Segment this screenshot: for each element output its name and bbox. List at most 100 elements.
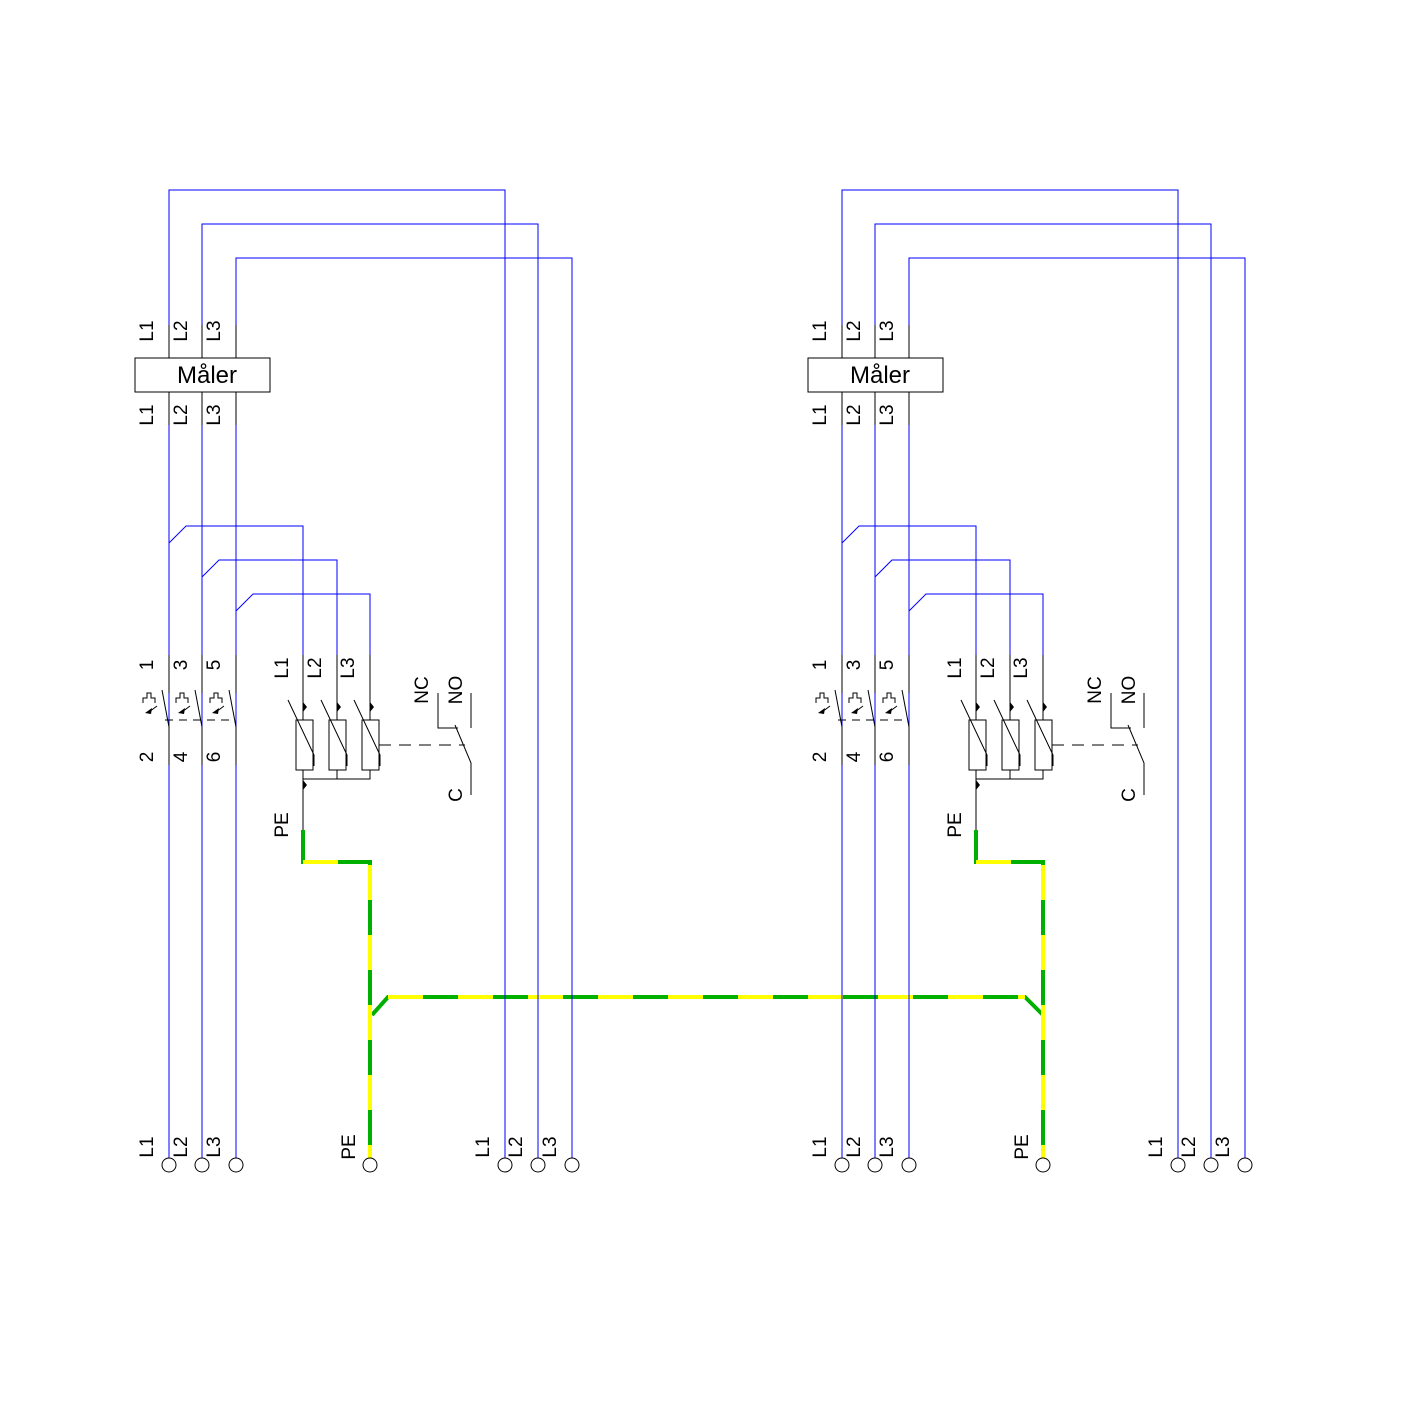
breaker-contact: [867, 689, 876, 728]
terminal-in-label: L1: [137, 1136, 158, 1157]
phase-loop-l3: [235, 257, 573, 1158]
terminal-in-label: L2: [844, 1136, 865, 1157]
breaker-contact: [194, 689, 203, 728]
meter-box: [134, 357, 271, 393]
relay-input-label: L3: [338, 657, 359, 678]
thermistor-slash: [960, 699, 988, 766]
thermistor-2: [1001, 719, 1020, 771]
arrow-icon: [370, 702, 374, 712]
arrow-icon: [145, 708, 152, 714]
arrow-icon: [885, 708, 892, 714]
meter-out-label: L3: [204, 404, 225, 425]
pe-wire: [301, 830, 372, 1158]
meter-in-label: L3: [204, 320, 225, 341]
breaker-bottom-label: 2: [137, 752, 158, 763]
terminal[interactable]: [228, 1157, 244, 1173]
breaker-contact: [834, 689, 843, 728]
thermal-trip-icon: [142, 692, 158, 713]
arrow-icon: [976, 702, 980, 712]
terminal[interactable]: [161, 1157, 177, 1173]
terminal[interactable]: [497, 1157, 513, 1173]
thermistor-slash: [1026, 699, 1054, 766]
thermistor-1: [295, 719, 314, 771]
breaker-contact: [901, 689, 910, 728]
relay-input-label: L3: [1011, 657, 1032, 678]
nc-label: NC: [1085, 676, 1106, 703]
arrow-icon: [818, 708, 825, 714]
relay-input-label: L1: [272, 657, 293, 678]
terminal[interactable]: [1203, 1157, 1219, 1173]
arrow-icon: [1043, 702, 1047, 712]
relay-feed-l2: [201, 559, 338, 705]
terminal[interactable]: [362, 1157, 378, 1173]
thermistor-3: [1034, 719, 1053, 771]
thermistor-1: [968, 719, 987, 771]
nc-contact: [437, 693, 458, 729]
arrow-icon: [303, 780, 307, 790]
terminal[interactable]: [834, 1157, 850, 1173]
thermistor-slash: [993, 699, 1021, 766]
relay-feed-l1: [841, 525, 977, 705]
meter-in-label: L1: [137, 320, 158, 341]
terminal-in-label: L1: [810, 1136, 831, 1157]
arrow-icon: [212, 708, 219, 714]
terminal[interactable]: [1170, 1157, 1186, 1173]
relay-input-label: L2: [305, 657, 326, 678]
terminal-in-label: L3: [204, 1136, 225, 1157]
terminal-out-label: L3: [1213, 1136, 1234, 1157]
nc-contact: [1110, 693, 1131, 729]
breaker-bottom-label: 4: [844, 751, 865, 762]
pe-bus: [370, 995, 1045, 1017]
meter-out-label: L2: [171, 404, 192, 425]
relay-feed-l3: [908, 593, 1044, 705]
meter-out-label: L3: [877, 404, 898, 425]
breaker-top-label: 5: [877, 660, 898, 671]
thermistor-slash: [287, 699, 315, 766]
terminal[interactable]: [901, 1157, 917, 1173]
thermal-trip-icon: [815, 692, 831, 713]
relay-feed-l3: [235, 593, 371, 705]
arrow-icon: [1010, 702, 1014, 712]
thermal-trip-icon: [209, 692, 225, 713]
terminal[interactable]: [530, 1157, 546, 1173]
terminal-pe-label: PE: [339, 1134, 360, 1159]
meter-in-label: L2: [171, 320, 192, 341]
terminal[interactable]: [194, 1157, 210, 1173]
meter-out-label: L1: [810, 404, 831, 425]
relay-input-label: L1: [945, 657, 966, 678]
terminal-out-label: L2: [1179, 1136, 1200, 1157]
pe-wire: [974, 830, 1045, 1158]
relay-feed-l1: [168, 525, 304, 705]
arrow-icon: [337, 702, 341, 712]
terminal[interactable]: [564, 1157, 580, 1173]
terminal[interactable]: [867, 1157, 883, 1173]
meter-label: Måler: [850, 362, 910, 389]
breaker-bottom-label: 6: [204, 752, 225, 763]
meter-in-label: L2: [844, 320, 865, 341]
meter-out-label: L2: [844, 404, 865, 425]
thermal-trip-icon: [882, 692, 898, 713]
terminal[interactable]: [1035, 1157, 1051, 1173]
relay-input-label: L2: [978, 657, 999, 678]
breaker-top-label: 5: [204, 660, 225, 671]
meter-box: [807, 357, 944, 393]
meter-in-label: L3: [877, 320, 898, 341]
no-label: NO: [1119, 676, 1140, 705]
relay-pe-label: PE: [945, 812, 966, 837]
breaker-top-label: 3: [171, 660, 192, 671]
breaker-bottom-label: 6: [877, 752, 898, 763]
no-label: NO: [446, 676, 467, 705]
breaker-bottom-label: 4: [171, 751, 192, 762]
relay-pe-label: PE: [272, 812, 293, 837]
nc-label: NC: [412, 676, 433, 703]
breaker-contact: [228, 689, 237, 728]
terminal-out-label: L3: [540, 1136, 561, 1157]
c-label: C: [446, 788, 467, 802]
relay-feed-l2: [874, 559, 1011, 705]
c-label: C: [1119, 788, 1140, 802]
pe-wire-stripe: [976, 860, 1045, 1158]
arrow-icon: [976, 780, 980, 790]
terminal[interactable]: [1237, 1157, 1253, 1173]
common-contact: [454, 724, 472, 795]
